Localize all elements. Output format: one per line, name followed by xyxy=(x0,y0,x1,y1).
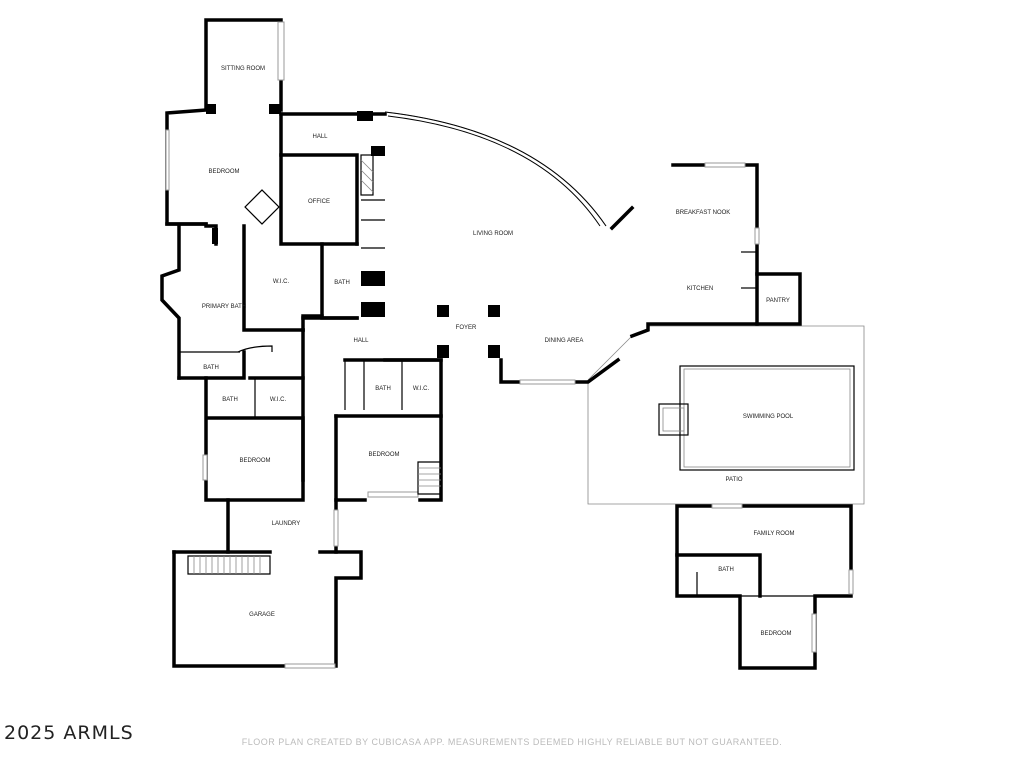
guest-casita-walls xyxy=(675,504,853,670)
label-office: OFFICE xyxy=(308,199,330,205)
label-kitchen: KITCHEN xyxy=(687,286,713,292)
label-foyer: FOYER xyxy=(456,325,477,331)
room-labels: SITTING ROOM HALL BEDROOM OFFICE LIVING … xyxy=(202,66,795,637)
label-bedroom-primary: BEDROOM xyxy=(208,169,239,175)
fireplace xyxy=(244,154,374,225)
bedroom-stairs xyxy=(417,461,442,495)
windows xyxy=(165,21,854,669)
label-hall-top: HALL xyxy=(312,134,328,140)
bathtub xyxy=(237,345,273,353)
curved-glass-wall xyxy=(384,111,607,227)
exterior-walls xyxy=(160,18,802,668)
disclaimer-text: FLOOR PLAN CREATED BY CUBICASA APP. MEAS… xyxy=(241,737,783,747)
label-bedroom-2: BEDROOM xyxy=(239,458,270,464)
label-swimming-pool: SWIMMING POOL xyxy=(743,414,794,420)
label-wic-2: W.I.C. xyxy=(270,397,287,403)
label-dining-area: DINING AREA xyxy=(545,338,584,344)
swimming-pool xyxy=(658,365,855,471)
label-living-room: LIVING ROOM xyxy=(473,231,513,237)
label-bath-small: BATH xyxy=(334,280,350,286)
label-family-room: FAMILY ROOM xyxy=(753,531,794,537)
label-primary-bath: PRIMARY BATH xyxy=(202,304,246,310)
label-hall-mid: HALL xyxy=(353,338,369,344)
label-breakfast-nook: BREAKFAST NOOK xyxy=(676,210,731,216)
label-pantry: PANTRY xyxy=(766,298,790,304)
label-bedroom-3: BEDROOM xyxy=(368,452,399,458)
label-patio: PATIO xyxy=(725,477,742,483)
label-laundry: LAUNDRY xyxy=(272,521,301,527)
columns xyxy=(206,104,500,358)
label-wic-primary: W.I.C. xyxy=(273,279,290,285)
label-sitting-room: SITTING ROOM xyxy=(221,66,265,72)
label-bath-left: BATH xyxy=(203,365,219,371)
label-bath-guest: BATH xyxy=(718,567,734,573)
label-garage: GARAGE xyxy=(249,612,275,618)
label-wic-3: W.I.C. xyxy=(413,386,430,392)
label-bath-3: BATH xyxy=(375,386,391,392)
copyright-text: 2025 ARMLS xyxy=(4,722,134,744)
shelving xyxy=(361,199,385,249)
label-bath-2: BATH xyxy=(222,397,238,403)
garage-stairs xyxy=(187,555,271,575)
patio-area xyxy=(587,325,865,505)
label-bedroom-guest: BEDROOM xyxy=(760,631,791,637)
